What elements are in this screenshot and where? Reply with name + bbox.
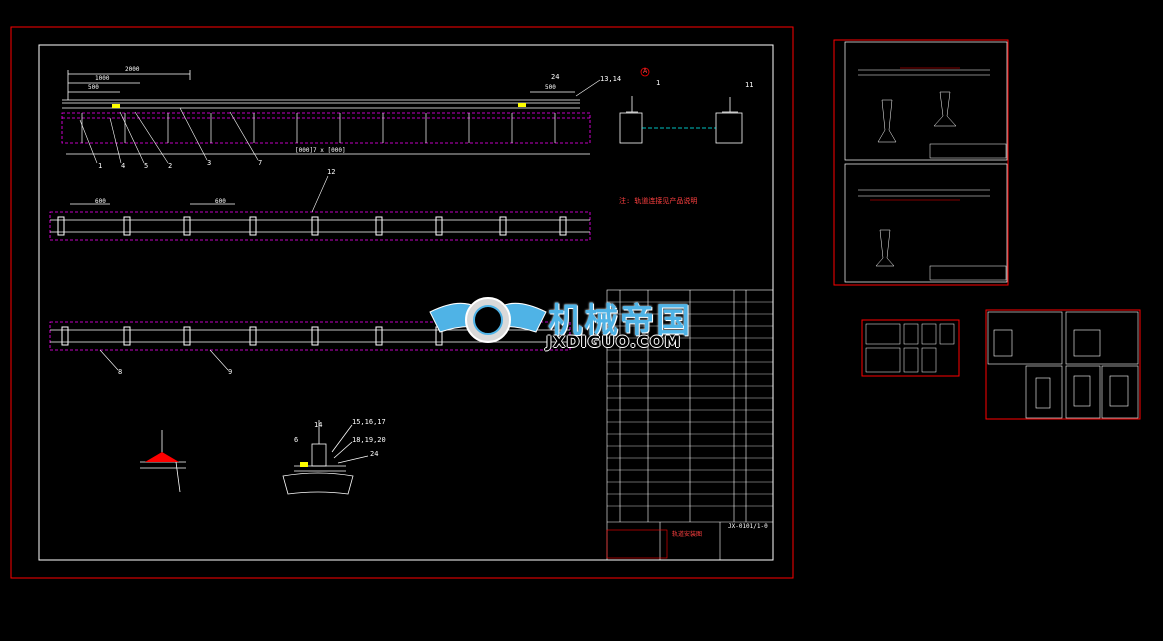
callout-24-detail: 24 (370, 450, 379, 458)
sheet-outer-frame (10, 26, 794, 579)
dim-1000: 1000 (95, 75, 110, 82)
title-block-red (606, 529, 668, 559)
plan-view-1 (49, 203, 591, 241)
callout-8: 8 (118, 368, 123, 376)
watermark-logo-icon (429, 297, 547, 343)
callout-24: 24 (551, 73, 560, 81)
callout-14: 14 (314, 421, 323, 429)
callout-12: 12 (327, 168, 336, 176)
detail-view-right (282, 420, 369, 495)
thumb-sheet-1-outer (833, 39, 1009, 286)
drawing-note: 注: 轨道连接见产品说明 (619, 197, 698, 205)
callout-section-a: A (643, 67, 648, 75)
yellow-marker-1 (112, 104, 120, 108)
dim-500-left: 500 (88, 84, 99, 91)
section-view-a (619, 67, 743, 144)
parts-list-table (606, 289, 774, 561)
callout-9: 9 (228, 368, 233, 376)
dim-plan-600-left: 600 (95, 198, 106, 205)
callout-3: 3 (207, 159, 212, 167)
callout-4: 4 (121, 162, 126, 170)
dim-500-right: 500 (545, 84, 556, 91)
plan-leader-12 (311, 175, 329, 213)
callout-5: 5 (144, 162, 149, 170)
yellow-marker-2 (518, 103, 526, 107)
thumb-sheet-2 (861, 319, 960, 377)
plan-view-2-clamps (61, 326, 443, 346)
dim-plan-600-right: 600 (215, 198, 226, 205)
dim-2000: 2000 (125, 66, 140, 73)
elevation-hidden (61, 112, 591, 144)
callout-18-19-20: 18,19,20 (352, 436, 386, 444)
callout-1: 1 (98, 162, 103, 170)
title-block-drawing-no: JX-0101/1-0 (728, 523, 768, 530)
thumb-sheet-2-content (865, 323, 955, 373)
detail-marker (300, 462, 308, 467)
callout-13-14: 13,14 (600, 75, 622, 83)
watermark-logo-text: JX (478, 313, 490, 324)
callout-2: 2 (168, 162, 173, 170)
elevation-leaders (79, 79, 601, 164)
thumb-sheet-1-red (870, 67, 960, 201)
detail-view-left-fill (145, 452, 179, 462)
callout-11: 11 (745, 81, 754, 89)
watermark-en: JXDIGUO.COM (546, 332, 682, 351)
title-block-title: 轨道安装图 (672, 531, 703, 538)
thumb-sheet-3 (985, 309, 1141, 420)
thumb-sheet-1-content (858, 69, 1007, 281)
callout-15-16-17: 15,16,17 (352, 418, 386, 426)
dim-total-length: [000]7 x [000] (295, 147, 346, 154)
callout-6: 6 (294, 436, 299, 444)
elevation-sleepers (81, 113, 556, 143)
elevation-view (62, 70, 590, 155)
thumb-sheet-3-content (987, 311, 1139, 419)
watermark-cn: 机械帝国 (548, 301, 692, 341)
callout-1-section: 1 (656, 79, 661, 87)
thumb-sheet-1a (844, 41, 1008, 161)
plan-view-2-leaders (99, 349, 229, 371)
parts-list-rows (607, 301, 773, 507)
callout-7: 7 (258, 159, 263, 167)
thumb-sheet-1b (844, 163, 1008, 283)
plan-view-1-clamps (57, 216, 567, 236)
